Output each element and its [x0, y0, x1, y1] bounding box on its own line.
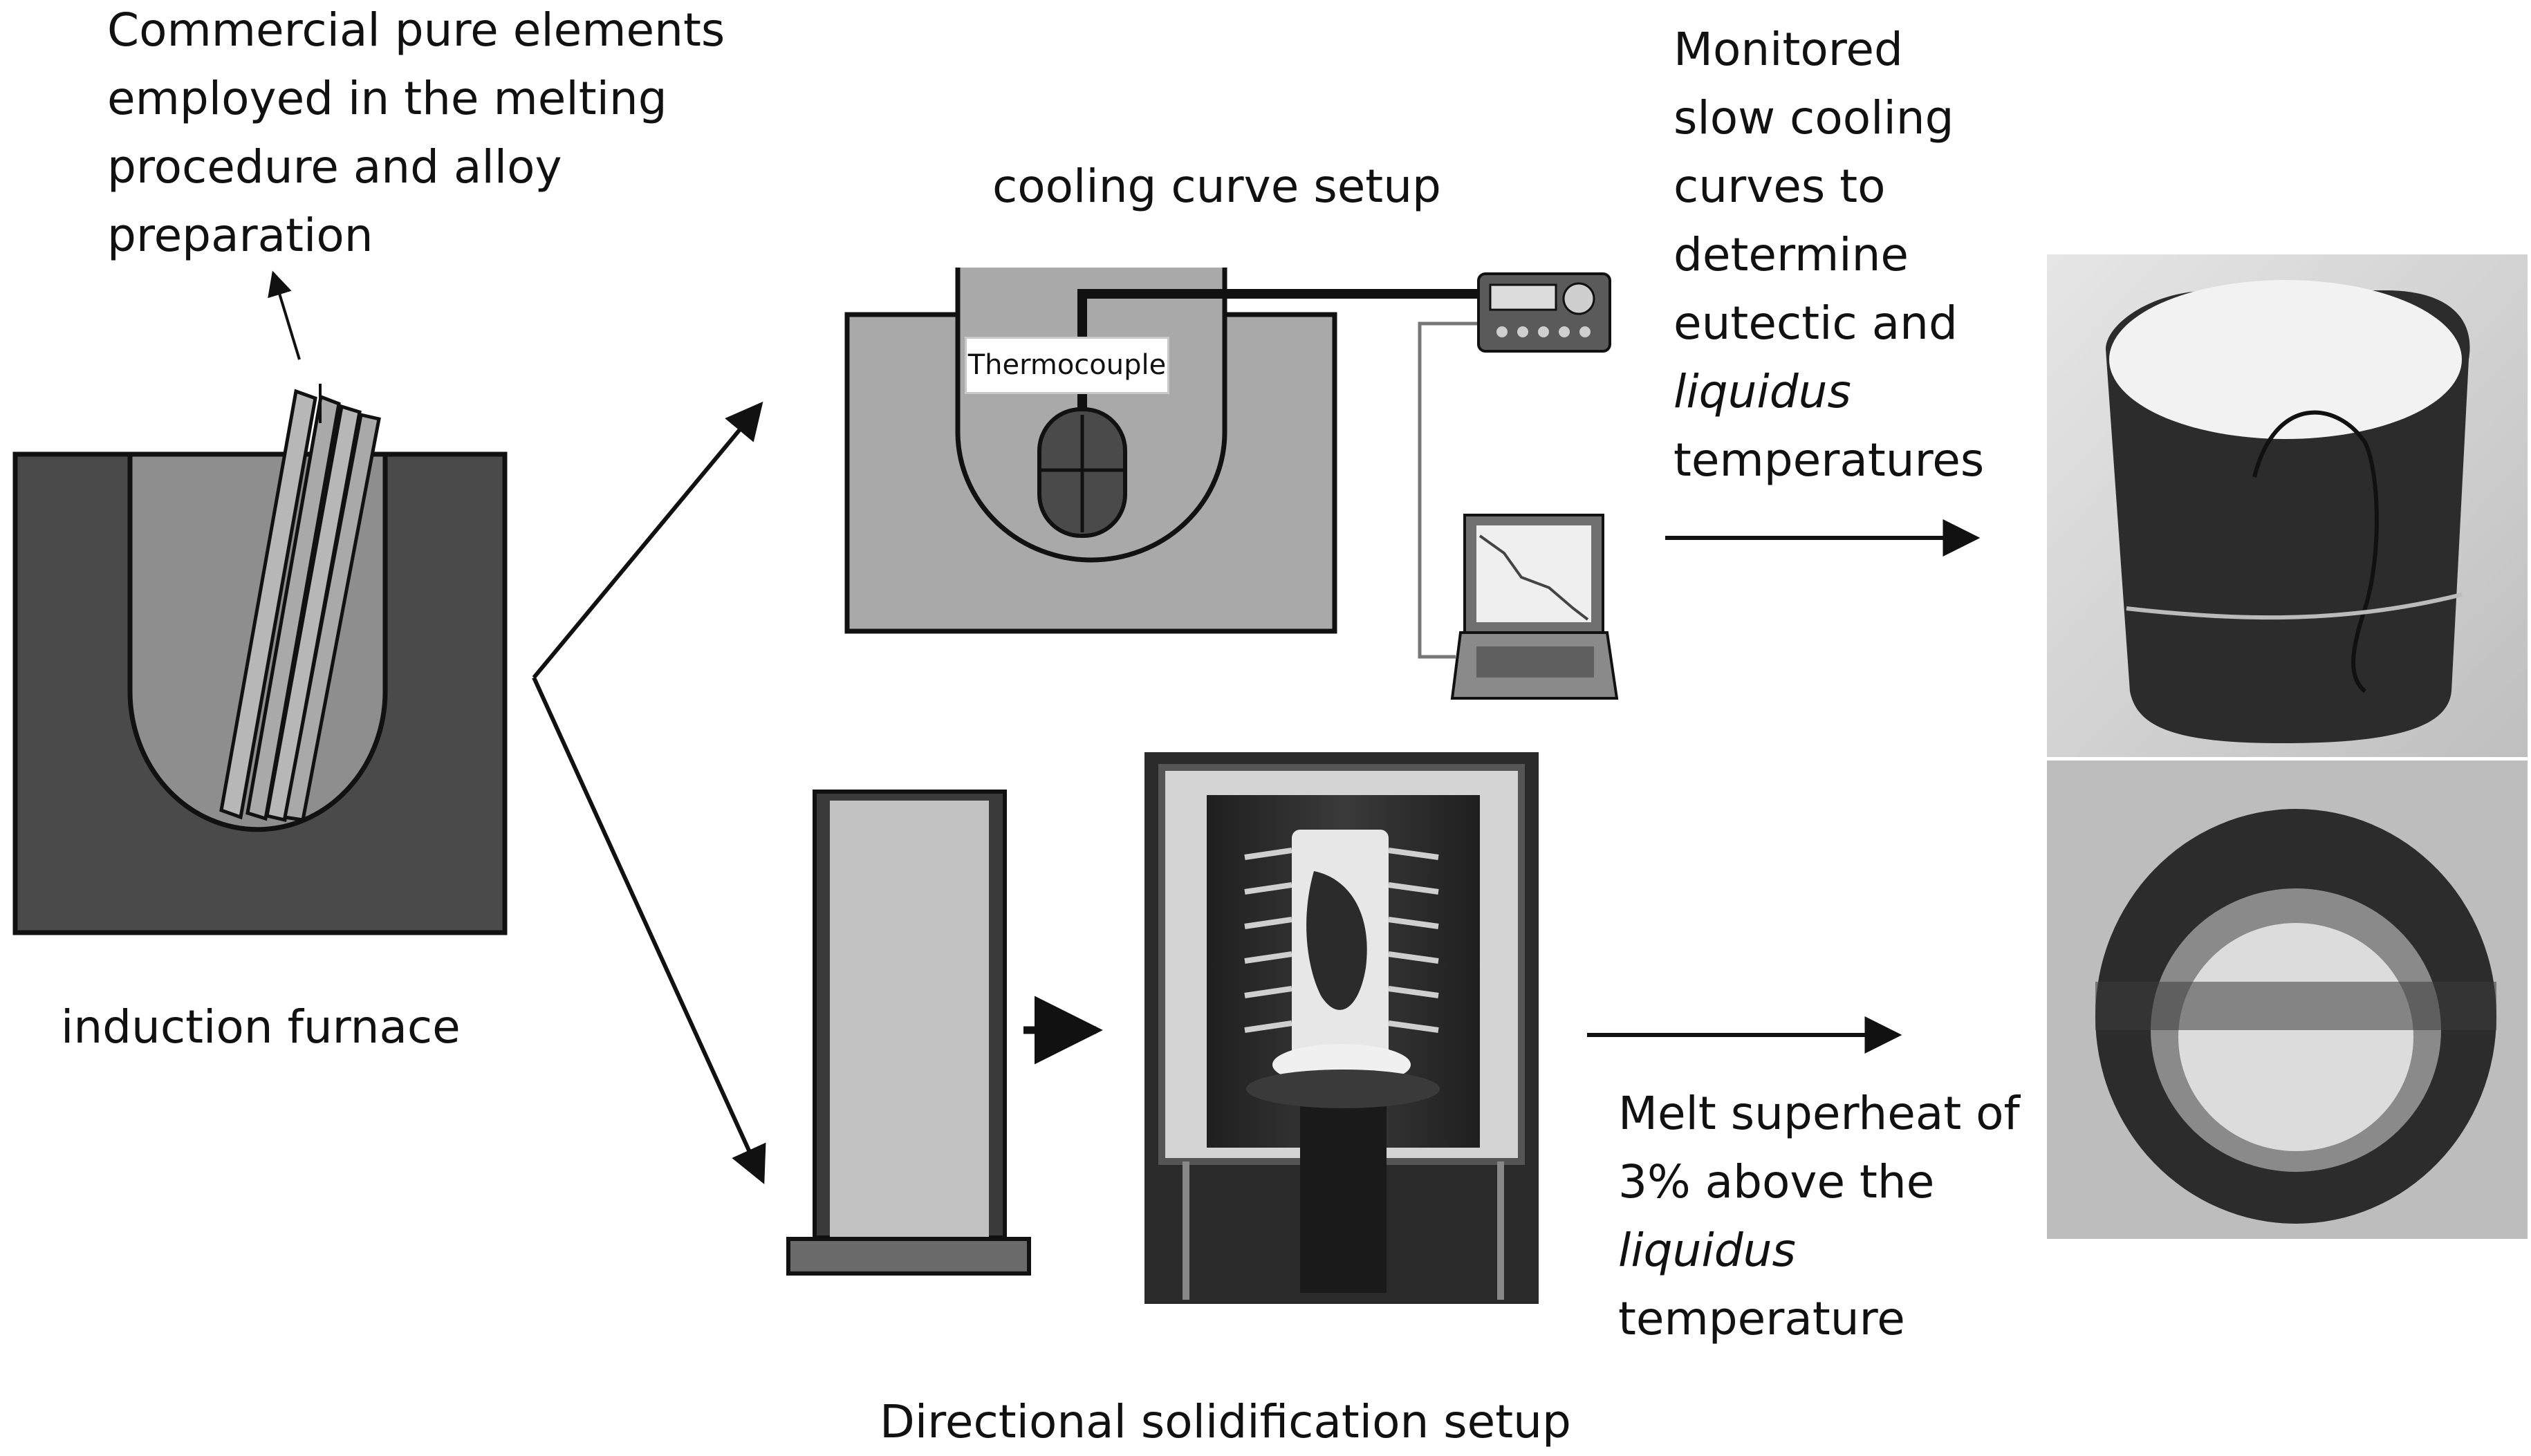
cooling-curve-setup-label: cooling curve setup [992, 160, 1441, 213]
furnace-photo-heating-coils [1244, 848, 1439, 1033]
monitored-line: curves to [1674, 160, 1886, 213]
superheat-line: 3% above the [1618, 1155, 1935, 1208]
sample-melt-surface [2178, 923, 2413, 1151]
commercial-elements-label: Commercial pure elements employed in the… [107, 0, 725, 270]
cup-rim [2109, 280, 2462, 439]
commercial-elements-line: Commercial pure elements [107, 3, 725, 57]
furnace-photo-melt [1306, 871, 1367, 1010]
logger-button [1538, 326, 1549, 337]
cooling-cup-photo [2047, 254, 2528, 761]
thermocouple-label: Thermocouple [965, 337, 1169, 394]
branch-arrows [532, 401, 766, 1184]
monitored-line: slow cooling [1674, 91, 1954, 144]
temperature-logger-icon [1477, 272, 1611, 353]
superheat-line-italic: liquidus [1618, 1224, 1796, 1277]
furnace-photo-pedestal [1300, 1079, 1387, 1293]
monitored-line: temperatures [1674, 433, 1985, 487]
elements-pointer-arrow [268, 270, 301, 360]
logger-button [1559, 326, 1570, 337]
thermocouple-probe-icon [1037, 407, 1127, 538]
melt-superheat-label: Melt superheat of 3% above the liquidus … [1618, 1079, 2020, 1353]
element-rod [283, 412, 381, 822]
sample-holder-base [2095, 982, 2496, 1030]
furnace-photo-pedestal-top [1246, 1070, 1440, 1108]
commercial-elements-line: employed in the melting [107, 72, 667, 125]
mold-base-plate [786, 1237, 1031, 1276]
solidified-sample-photo [2047, 760, 2528, 1239]
logger-button [1496, 326, 1508, 337]
pure-element-rods [219, 389, 381, 823]
furnace-photo [1144, 752, 1539, 1304]
laptop-keys [1476, 646, 1594, 678]
laptop-icon [1450, 514, 1619, 700]
monitored-line: eutectic and [1674, 297, 1958, 350]
monitored-line: determine [1674, 228, 1909, 281]
logger-button [1579, 326, 1591, 337]
induction-furnace-illustration [12, 384, 508, 935]
cup-wire [2252, 410, 2379, 693]
commercial-elements-line: preparation [107, 209, 373, 262]
branch-arrow-down [532, 676, 766, 1184]
logger-laptop-cable [1418, 321, 1480, 659]
induction-furnace-label: induction furnace [61, 1000, 461, 1054]
logger-button [1517, 326, 1528, 337]
cooling-curve-setup-illustration [844, 268, 1619, 700]
directional-solidification-label: Directional solidification setup [880, 1395, 1571, 1448]
superheat-line: temperature [1618, 1292, 1905, 1345]
cup-binding-wire [2126, 592, 2463, 620]
branch-arrow-up [532, 401, 763, 679]
superheat-line: Melt superheat of [1618, 1087, 2020, 1140]
element-rod [219, 389, 317, 820]
monitored-cooling-curves-label: Monitored slow cooling curves to determi… [1674, 15, 1984, 494]
logger-knob [1562, 282, 1595, 315]
mold-inner [830, 801, 989, 1238]
monitored-line: Monitored [1674, 23, 1903, 76]
monitored-line-italic: liquidus [1674, 365, 1851, 418]
laptop-cooling-curve [1478, 534, 1589, 621]
element-rod [245, 394, 341, 821]
commercial-elements-line: procedure and alloy [107, 140, 562, 194]
directional-solidification-illustration [786, 790, 1103, 1276]
element-rod [265, 404, 362, 823]
logger-display [1489, 283, 1557, 311]
